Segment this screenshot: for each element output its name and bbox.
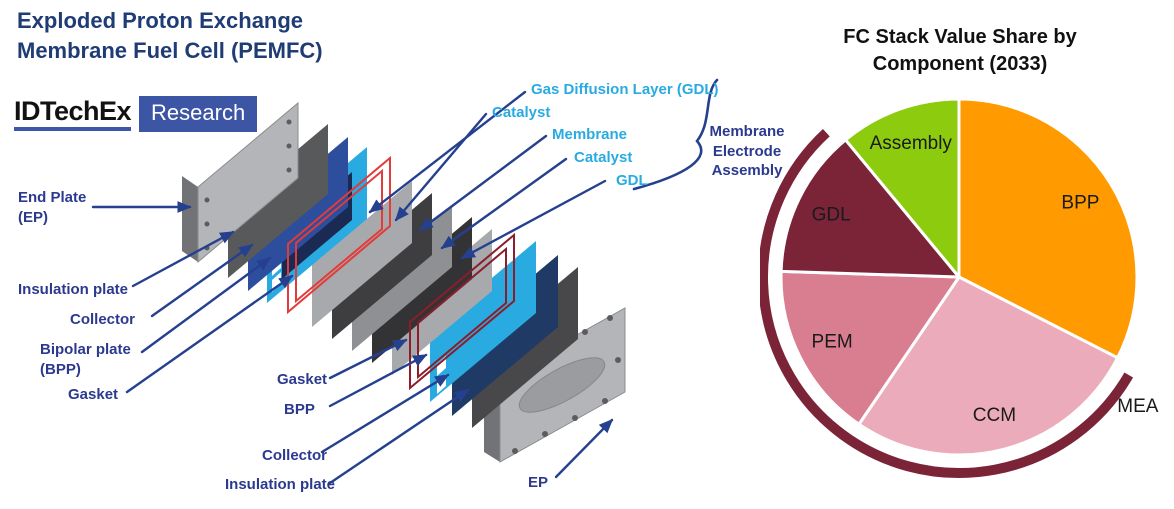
arrow-collector-right	[320, 373, 450, 454]
pie-slice-label-ccm: CCM	[973, 405, 1016, 426]
arrow-bipolar-left	[140, 256, 272, 354]
mea-annotation-arc	[760, 129, 1134, 478]
label-gasket-back: Gasket	[277, 371, 328, 388]
label-gasket-front: Gasket	[68, 386, 119, 403]
end-plate-oval-recess	[518, 357, 606, 413]
end-plate-right	[484, 307, 626, 463]
pie-slice-label-gdl: GDL	[812, 204, 851, 225]
idtechex-logo: IDTechEx Research	[14, 96, 258, 132]
arrow-catalyst-cathode	[440, 157, 568, 250]
arrow-collector-left	[150, 243, 254, 318]
label-insulation-left: Insulation plate	[18, 281, 129, 298]
pie-slice-label-assembly: Assembly	[870, 133, 953, 154]
bolt-dots	[512, 315, 621, 454]
pie-slice-pem	[779, 269, 961, 426]
pie-slice-label-pem: PEM	[812, 332, 853, 353]
label-gdl-cathode: GDL	[616, 172, 648, 189]
arrow-insulation-right	[328, 388, 470, 485]
arrow-insulation-left	[131, 230, 235, 288]
arrow-gdl-cathode	[460, 179, 607, 260]
label-membrane-electrode-assembly: Membrane Electrode Assembly	[709, 123, 785, 179]
arrow-end-plate-right	[554, 418, 614, 479]
insulation-plate-left	[228, 124, 328, 278]
label-membrane: Membrane	[552, 126, 628, 143]
arrow-catalyst-anode	[394, 112, 488, 222]
pie-chart-title: FC Stack Value Share by Component (2033)	[843, 26, 1077, 75]
arrow-gasket-back	[328, 338, 408, 380]
label-catalyst-anode: Catalyst	[492, 104, 551, 121]
label-end-plate-left: End Plate (EP)	[18, 189, 87, 226]
label-collector-left: Collector	[70, 311, 136, 328]
label-catalyst-cathode: Catalyst	[574, 149, 633, 166]
label-bipolar-left: Bipolar plate (BPP)	[40, 341, 131, 378]
mea-annotation-label: MEA	[1117, 396, 1159, 417]
label-collector-right: Collector	[262, 447, 328, 464]
annotation-arrows	[91, 90, 614, 485]
label-insulation-right: Insulation plate	[225, 476, 336, 493]
label-gdl-anode: Gas Diffusion Layer (GDL)	[531, 81, 719, 98]
mea-brace	[632, 78, 719, 191]
logo-brand: IDTechEx	[14, 97, 132, 131]
pie-slice-assembly	[844, 97, 961, 279]
pie-slice-gdl	[779, 138, 961, 279]
pie-slice-bpp	[957, 97, 1139, 360]
gasket-back	[409, 232, 515, 391]
pie-slice-ccm	[857, 275, 1120, 457]
exploded-pemfc-diagram	[91, 78, 719, 485]
page-title: Exploded Proton Exchange Membrane Fuel C…	[17, 8, 323, 63]
arrow-gdl-anode	[368, 90, 527, 214]
pie-slice-label-bpp: BPP	[1061, 193, 1099, 214]
gasket-front	[287, 155, 391, 315]
logo-suffix: Research	[139, 96, 258, 132]
arrow-membrane	[418, 134, 548, 232]
arrow-gasket-front	[125, 274, 294, 394]
label-bipolar-right: BPP	[284, 401, 315, 418]
arrow-bipolar-right	[328, 353, 428, 408]
label-end-plate-right: EP	[528, 474, 549, 491]
gdl-anode	[312, 181, 412, 327]
